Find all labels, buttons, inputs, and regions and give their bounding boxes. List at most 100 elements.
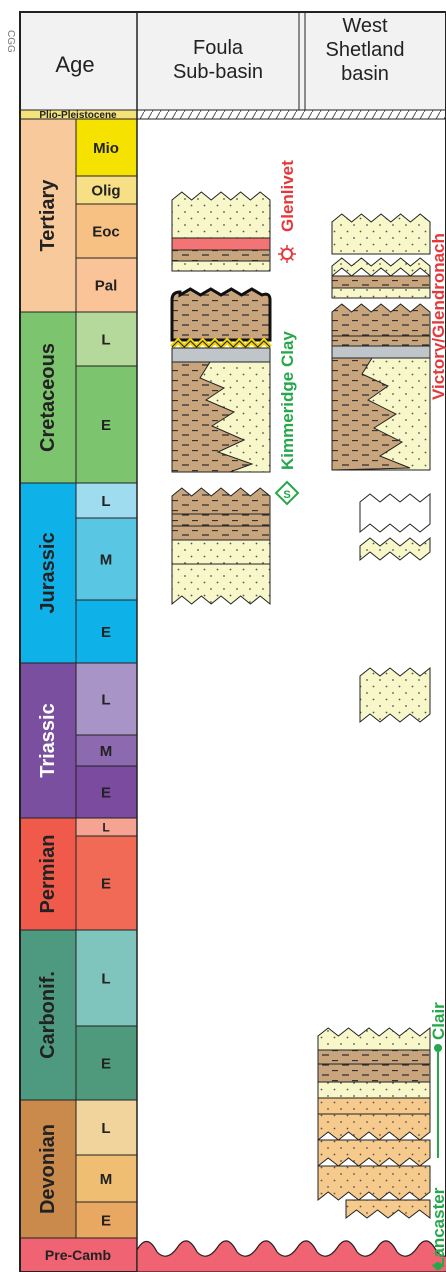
foula-tertiary-sand (171, 191, 271, 239)
source-rock-symbol: S (283, 489, 290, 501)
ws-devonian-sand (317, 1097, 431, 1115)
period-label-cretaceous: Cretaceous (37, 343, 59, 452)
epoch-label-permian-0: L (102, 820, 109, 834)
foula-kimmeridge-outline (171, 340, 271, 348)
reservoir-sun-icon-ray (290, 247, 294, 251)
epoch-label-jurassic-0: L (101, 493, 110, 510)
epoch-label-cretaceous-0: L (101, 331, 110, 348)
epoch-carbonif-0 (75, 929, 138, 1027)
ws-cretaceous-shale (331, 335, 431, 347)
epoch-label-jurassic-1: M (100, 551, 113, 568)
ws-carboniferous-shale (317, 1049, 431, 1065)
header-background (20, 12, 446, 110)
period-carbonif (19, 929, 77, 1101)
epoch-cretaceous-0 (75, 311, 138, 367)
foula-tertiary-sand (171, 260, 271, 272)
period-label-precamb: Pre-Camb (45, 1247, 111, 1263)
kimmeridge-clay-label: Kimmeridge Clay (278, 331, 297, 470)
foula-jurassic-sand (171, 539, 271, 565)
epoch-label-permian-1: E (101, 875, 111, 892)
watermark: CGG (5, 30, 16, 53)
epoch-cretaceous-1 (75, 365, 138, 484)
kimmeridge-annotation: Kimmeridge Clay (278, 331, 297, 470)
period-permian (19, 817, 77, 931)
chart-frame (19, 11, 446, 1272)
lancaster-marker-icon (434, 1262, 442, 1270)
epoch-label-cretaceous-1: E (101, 417, 111, 434)
epoch-triassic-2 (75, 765, 138, 819)
ws-triassic-sand (359, 666, 431, 724)
epoch-permian-1 (75, 835, 138, 931)
epoch-label-devonian-2: E (101, 1212, 111, 1229)
ws-carboniferous-sand (317, 1081, 431, 1099)
epoch-jurassic-2 (75, 599, 138, 664)
glenlivet-label: Glenlivet (278, 160, 297, 232)
ws-cretaceous-shale (331, 303, 431, 337)
foula-upper-cretaceous-shale (170, 287, 272, 342)
victory-annotation: Victory/Glendronach (429, 233, 446, 400)
epoch-devonian-1 (75, 1154, 138, 1203)
epoch-jurassic-1 (75, 517, 138, 601)
ws-tertiary-sand (331, 287, 431, 299)
reservoir-sun-icon (281, 248, 293, 260)
ws-grey-limestone (331, 345, 431, 359)
period-label-plio-pleistocene: Plio-Pleistocene (39, 110, 117, 121)
period-label-jurassic: Jurassic (37, 532, 59, 613)
foula-jurassic-shale (171, 513, 271, 527)
reservoir-sun-icon-ray (290, 257, 294, 261)
epoch-label-tertiary-0: Mio (93, 140, 119, 157)
pre-cambrian-basement (136, 1240, 446, 1272)
ws-tertiary-sand (331, 213, 431, 255)
ws-lower-cretaceous-shale-wedge (331, 357, 411, 471)
epoch-label-devonian-1: M (100, 1171, 113, 1188)
ws-devonian-sand (317, 1139, 431, 1168)
foula-tertiary-shale (171, 249, 271, 262)
source-rock-diamond-icon (274, 480, 300, 506)
ws-devonian-sand (345, 1199, 431, 1220)
period-label-devonian: Devonian (37, 1124, 59, 1214)
epoch-label-jurassic-2: E (101, 624, 111, 641)
epoch-label-carbonif-0: L (101, 970, 110, 987)
reservoir-sun-icon-ray (280, 257, 284, 261)
epoch-triassic-0 (75, 662, 138, 736)
period-label-triassic: Triassic (37, 703, 59, 778)
epoch-label-devonian-0: L (101, 1120, 110, 1137)
foula-jurassic-shale (171, 487, 271, 515)
epoch-label-tertiary-3: Pal (95, 277, 118, 294)
epoch-label-carbonif-1: E (101, 1055, 111, 1072)
epoch-triassic-1 (75, 734, 138, 767)
epoch-devonian-0 (75, 1099, 138, 1156)
hatched-unconformity (136, 109, 446, 120)
ws-tertiary-shale (331, 275, 431, 289)
ws-devonian-sand (317, 1113, 431, 1142)
epoch-label-triassic-0: L (101, 691, 110, 708)
ws-devonian-sand (317, 1165, 431, 1202)
epoch-carbonif-1 (75, 1025, 138, 1101)
ws-tertiary-sand (331, 257, 431, 278)
clair-label: Clair (429, 1002, 446, 1040)
lancaster-label: Lancaster (429, 1187, 446, 1268)
lancaster-annotation: Lancaster (429, 1187, 446, 1268)
epoch-label-triassic-1: M (100, 743, 113, 760)
glenlivet-annotation: Glenlivet (278, 160, 297, 232)
age-header: Age (55, 52, 95, 77)
west-shetland-header: West Shetland basin (325, 15, 405, 85)
foula-grey-limestone (171, 347, 271, 363)
foula-glenlivet-reservoir (171, 237, 271, 251)
ws-carboniferous-sand (317, 1026, 431, 1051)
ws-jurassic-erosion-gap (359, 492, 431, 534)
period-label-carbonif: Carbonif. (37, 971, 59, 1059)
ws-jurassic-sand (359, 536, 431, 562)
epoch-label-tertiary-2: Eoc (92, 223, 120, 240)
foula-jurassic-shale (171, 525, 271, 541)
reservoir-sun-icon-ray (280, 247, 284, 251)
epoch-label-tertiary-1: Olig (91, 182, 120, 199)
period-label-permian: Permian (37, 835, 59, 914)
period-label-tertiary: Tertiary (37, 179, 59, 252)
epoch-label-triassic-2: E (101, 784, 111, 801)
victory-glendronach-label: Victory/Glendronach (429, 233, 446, 400)
foula-jurassic-sand (171, 563, 271, 606)
clair-marker-icon (434, 1044, 442, 1052)
